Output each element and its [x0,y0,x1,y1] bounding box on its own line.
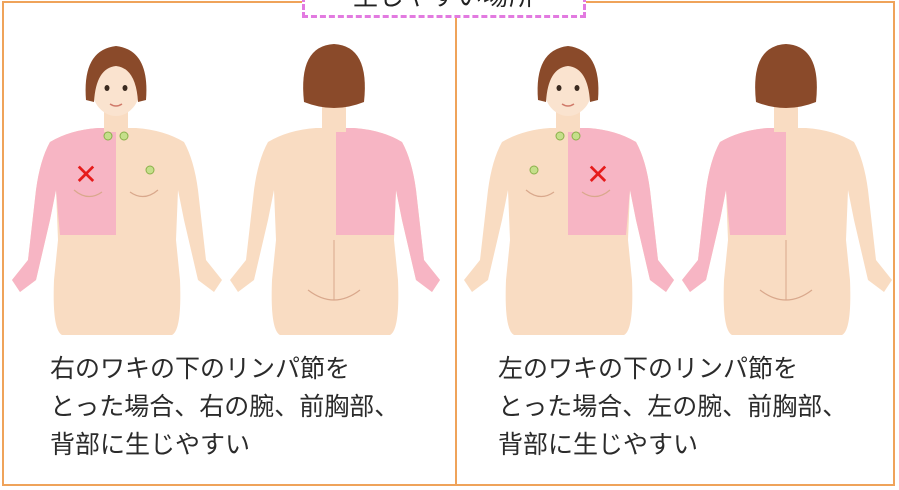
panel-divider [455,1,457,486]
caption-right-side: 右のワキの下のリンパ節を とった場合、右の腕、前胸部、 背部に生じやすい [50,354,400,459]
panel-left-side: ✕ 左のワキの下のリンパ節を とった場合、左の腕、前胸部、 背部に生じやすい [454,0,899,486]
page-title: 生じやすい場所 [305,0,583,9]
panel-right-side: ✕ 右のワキの下のリンパ節を とった場合、右の腕、前胸部、 背部に生じやすい [4,0,449,486]
front-body-figure: ✕ [12,46,222,335]
removed-node-mark: ✕ [74,158,97,191]
front-body-figure: ✕ [464,46,674,335]
back-body-figure [682,44,892,335]
back-body-figure [230,44,440,335]
removed-node-mark: ✕ [586,158,609,191]
caption-left-side: 左のワキの下のリンパ節を とった場合、左の腕、前胸部、 背部に生じやすい [498,354,848,459]
title-label: 生じやすい場所 [302,0,586,18]
